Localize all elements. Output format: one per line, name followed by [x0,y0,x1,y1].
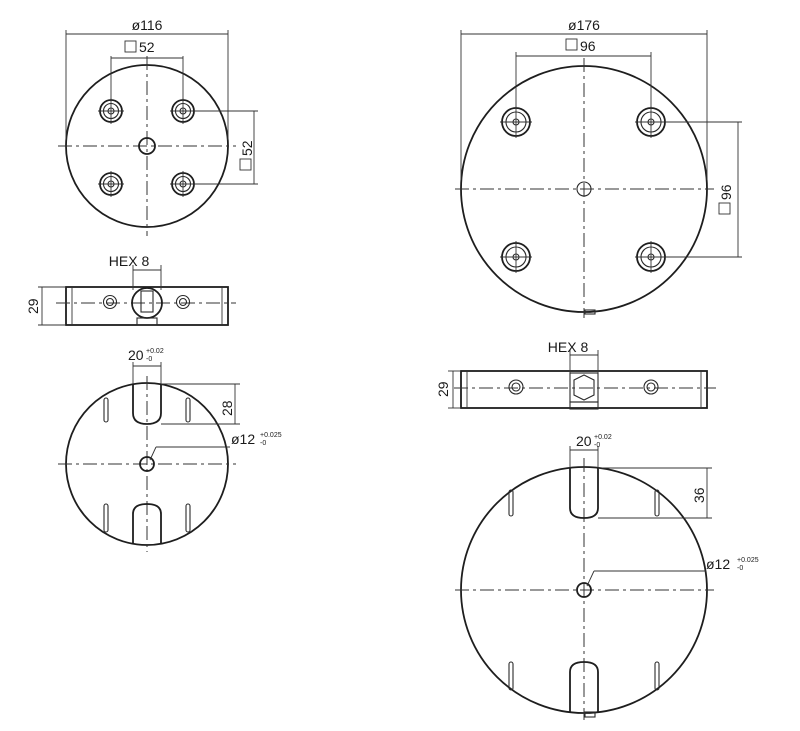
large-side-body [460,370,708,409]
large-slot-tol-upper: +0.02 [594,434,612,441]
large-slot-tol-lower: -0 [594,442,600,449]
small-top-view: ø116 52 52 [58,17,258,236]
small-diameter-label: ø116 [132,17,163,33]
small-square-side-label: 52 [239,140,255,156]
large-slot-depth-label: 36 [691,487,707,503]
large-mounting-hole [500,106,532,138]
small-bore-label: ø12 [231,431,255,447]
small-side-body [65,286,229,326]
small-mounting-hole [170,171,196,197]
large-bottom-tab [584,711,596,718]
large-bore [576,582,592,598]
small-square-symbol [239,158,252,171]
small-center-hole [138,137,156,155]
small-slot-depth-label: 28 [219,400,235,416]
large-slot-width-label: 20 [576,433,592,449]
large-bore-tol-upper: +0.025 [737,557,759,564]
small-slot-width-label: 20 [128,347,144,363]
small-mounting-hole [170,98,196,124]
small-bottom-slot [132,503,162,544]
small-slot-tol-upper: +0.02 [146,348,164,355]
large-bore-label: ø12 [706,556,730,572]
large-bottom-view: 20 +0.02 -0 36 ø12 +0.025 -0 [455,433,759,720]
small-mounting-hole [98,98,124,124]
small-square-symbol [124,40,137,53]
small-height-label: 29 [25,298,41,314]
large-top-slot [569,468,599,519]
large-top-view: ø176 96 96 [455,17,742,318]
large-bottom-slot [569,661,599,712]
large-hex-label: HEX 8 [548,339,589,355]
small-slot-tol-lower: -0 [146,356,152,363]
small-top-slot [132,384,162,425]
small-side-view: HEX 8 29 [25,253,236,326]
large-bore-tol-lower: -0 [737,565,743,572]
large-side-view: HEX 8 29 [435,339,716,410]
large-square-symbol [718,202,731,215]
large-mounting-hole [635,241,667,273]
large-diameter-label: ø176 [568,17,600,33]
large-square-top-label: 96 [580,38,596,54]
small-hex-label: HEX 8 [109,253,150,269]
large-height-label: 29 [435,381,451,397]
large-square-side-label: 96 [718,184,734,200]
small-bore-tol-lower: -0 [260,440,266,447]
large-mounting-hole [500,241,532,273]
small-mounting-hole [98,171,124,197]
small-bore-tol-upper: +0.025 [260,432,282,439]
small-bore [139,456,155,472]
large-center-hole [576,181,592,197]
large-mounting-hole [635,106,667,138]
small-bottom-view: 20 +0.02 -0 28 ø12 +0.025 -0 [58,347,282,552]
large-square-symbol [565,38,578,51]
small-square-top-label: 52 [139,39,155,55]
